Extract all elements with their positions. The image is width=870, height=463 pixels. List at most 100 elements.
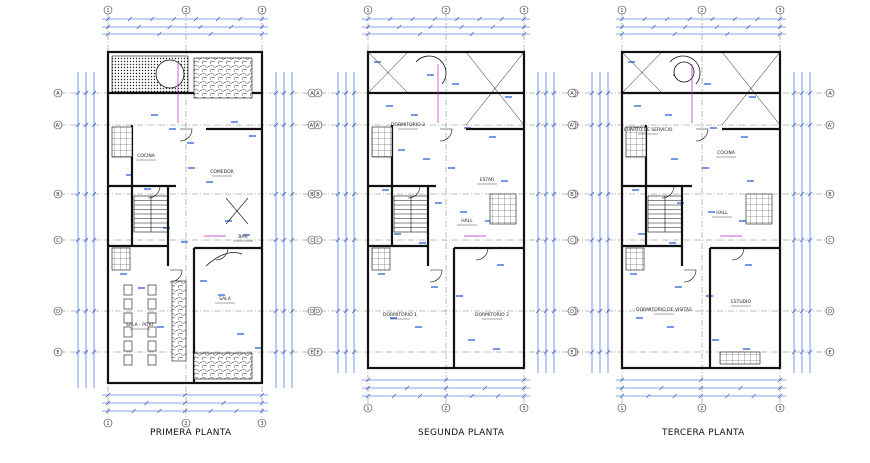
grid-bubble — [313, 88, 323, 98]
grid-bubble-label: E — [570, 350, 573, 356]
dimension-tick — [171, 16, 177, 22]
grid-bubble — [103, 418, 113, 428]
dimension-tick — [273, 237, 279, 243]
dimension-tick — [777, 16, 783, 22]
grid-bubble-label: A — [316, 91, 320, 97]
grid-bubble-label: C — [310, 238, 314, 244]
dimension-tick — [388, 16, 393, 22]
grid-bubble — [825, 88, 835, 98]
grid-bubble-label: A' — [828, 123, 833, 129]
grid-bubble-label: 2 — [184, 8, 187, 14]
dimension-tick — [589, 308, 595, 314]
room-label: COCINA — [717, 150, 736, 156]
dimension-tick — [725, 31, 730, 37]
curved-wall — [205, 252, 243, 267]
grid-bubble — [313, 189, 323, 199]
dimension-tick — [432, 16, 438, 22]
grid-bubble-label: 1 — [106, 421, 109, 427]
dimension-tick — [443, 393, 449, 399]
tiled-area — [489, 193, 517, 225]
doors — [407, 128, 489, 283]
door-swing — [407, 185, 421, 199]
dimension-tick — [710, 16, 715, 22]
grid-bubble-label: 3 — [260, 421, 263, 427]
dimension-tick — [521, 16, 527, 22]
dimension-tick — [410, 16, 415, 22]
grid-bubble-label: D — [828, 309, 832, 315]
dimension-tick — [75, 122, 81, 128]
parking-paver — [147, 340, 157, 352]
dimension-tick — [273, 349, 279, 355]
grid-bubble-label: C — [56, 238, 60, 244]
grid-bubble — [53, 347, 63, 357]
garden-area — [193, 352, 253, 380]
grid-bubble-label: A — [828, 91, 832, 97]
dimension-tick — [182, 408, 188, 414]
grid-bubble — [567, 347, 577, 357]
parking-paver — [147, 326, 157, 338]
dimension-tick — [157, 408, 162, 414]
balcony-tiles — [719, 351, 761, 365]
grid-bubble — [53, 88, 63, 98]
parking-paver — [147, 298, 157, 310]
plan-title-tercera: TERCERA PLANTA — [662, 428, 745, 438]
dimension-tick — [167, 24, 172, 30]
dimension-tick — [619, 16, 625, 22]
room-label: ESTAR — [480, 177, 494, 183]
dimension-tick — [490, 24, 496, 30]
room-label: DORMITORIO DE VISITAS — [636, 307, 692, 313]
dimension-tick — [215, 16, 221, 22]
dimension-tick — [193, 16, 199, 22]
dimension-tick — [182, 400, 188, 406]
grid-bubble-label: D — [316, 309, 320, 315]
grid-bubble — [441, 5, 451, 15]
dimension-tick — [589, 191, 595, 197]
dimension-lines — [335, 16, 557, 399]
round-tower — [673, 61, 695, 83]
dimension-tick — [714, 24, 720, 30]
grid-bubble-label: A — [56, 91, 60, 97]
dimension-tick — [672, 393, 677, 399]
dimension-tick — [391, 393, 397, 399]
accent-lines — [437, 64, 486, 237]
grid-bubble — [313, 235, 323, 245]
dimension-tick — [672, 31, 677, 37]
room-label: SALA — [219, 296, 232, 302]
dimension-tick — [651, 24, 656, 30]
tiled-area — [745, 193, 773, 225]
dimension-tick — [659, 385, 664, 391]
dimension-tick — [428, 24, 433, 30]
dimension-tick — [396, 24, 402, 30]
dimension-tick — [777, 393, 783, 399]
grid-bubble — [697, 403, 707, 413]
void-cross — [465, 51, 525, 126]
dimension-tick — [228, 24, 234, 30]
dimension-tick — [335, 191, 341, 197]
grid-bubble-label: 2 — [700, 406, 703, 412]
plan-title-segunda: SEGUNDA PLANTA — [418, 428, 505, 438]
grid-bubble-label: B — [570, 192, 574, 198]
dimension-tick — [589, 349, 595, 355]
grid-bubble-label: 3 — [260, 8, 263, 14]
grid-bubble — [313, 347, 323, 357]
spiral-stair-arc — [415, 55, 447, 85]
tiled-area — [111, 247, 131, 271]
door-swing — [475, 247, 489, 261]
outer-wall — [366, 50, 526, 370]
dimension-tick — [234, 408, 239, 414]
dimension-tick — [105, 16, 111, 22]
accent-lines — [177, 64, 226, 237]
grid-bubble-label: E — [310, 350, 313, 356]
grid-bubble-label: B — [828, 192, 832, 198]
dimension-tick — [755, 16, 760, 22]
dimension-tick — [335, 90, 341, 96]
doors — [661, 128, 745, 283]
grid-bubble-label: A' — [316, 123, 321, 129]
dimension-tick — [589, 237, 595, 243]
dimension-tick — [477, 16, 482, 22]
grid-bubble — [825, 235, 835, 245]
dimension-lines — [75, 16, 295, 414]
